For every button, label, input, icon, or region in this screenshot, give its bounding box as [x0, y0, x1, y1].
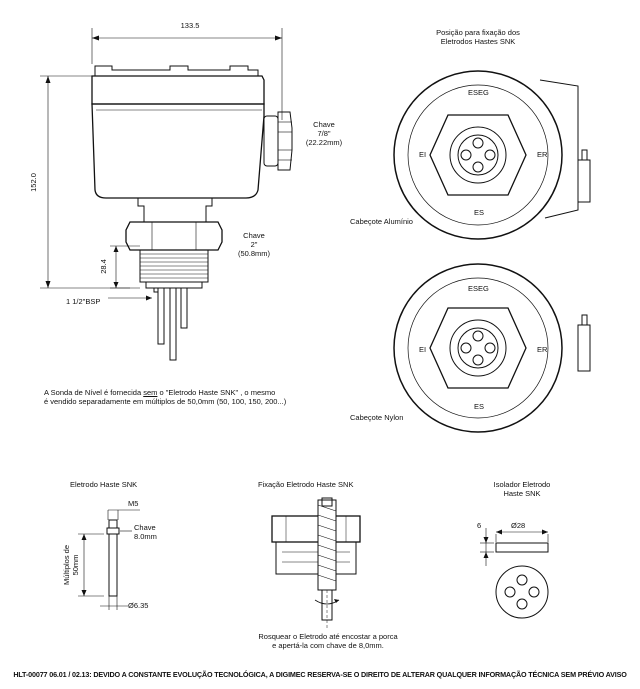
dim-28: 28.4 — [98, 259, 108, 274]
electrode-multiples-line2: 50mm — [71, 554, 80, 576]
key2-label: Chave 2" (50.8mm) — [226, 231, 282, 258]
fixation-note-line1: Rosquear o Eletrodo até encostar a porca — [258, 632, 398, 641]
electrode-diameter: Ø6.35 — [128, 601, 149, 610]
key1-line1: Chave — [313, 120, 335, 129]
key1-line3: (22.22mm) — [305, 138, 343, 147]
insulator-dim-6: 6 — [477, 521, 482, 530]
fixation-detail — [271, 497, 361, 628]
key2-line1: Chave — [243, 231, 265, 240]
head1-left: EI — [419, 150, 427, 159]
electrode-multiples-line1: Múltiplos de — [62, 544, 71, 586]
positions-title-line2: Eletrodos Hastes SNK — [440, 37, 516, 46]
head1-right: ER — [537, 150, 548, 159]
fixation-title: Fixação Eletrodo Haste SNK — [258, 480, 354, 489]
probe-note-line2: é vendido separadamente em múltiplos de … — [44, 397, 287, 406]
positions-title: Posição para fixação dos Eletrodos Haste… — [408, 28, 548, 46]
key2-line3: (50.8mm) — [237, 249, 271, 258]
thread-label: 1 1/2"BSP — [66, 297, 101, 306]
dim-width: 133.5 — [180, 21, 200, 30]
dim-height: 152.0 — [28, 173, 38, 192]
key1-label: Chave 7/8" (22.22mm) — [294, 120, 354, 147]
fixation-note-line2: e apertá-la com chave de 8,0mm. — [272, 641, 384, 650]
fixation-note: Rosquear o Eletrodo até encostar a porca… — [228, 632, 428, 650]
electrode-multiples: Múltiplos de 50mm — [62, 530, 80, 600]
key2-line2: 2" — [250, 240, 258, 249]
head2-top: ESEG — [468, 284, 489, 293]
electrode-title: Eletrodo Haste SNK — [70, 480, 138, 489]
probe-note-line1: A Sonda de Nível é fornecida sem o "Elet… — [44, 388, 276, 397]
insulator-title-line2: Haste SNK — [503, 489, 541, 498]
head1-caption: Cabeçote Alumínio — [350, 217, 413, 226]
head1-bottom: ES — [474, 208, 485, 217]
key1-line2: 7/8" — [317, 129, 331, 138]
head1-top: ESEG — [468, 88, 489, 97]
head-aluminium — [393, 70, 591, 240]
head-nylon — [393, 263, 591, 433]
electrode-m5: M5 — [128, 499, 139, 508]
head2-right: ER — [537, 345, 548, 354]
electrode-key-line1: Chave — [134, 523, 156, 532]
footer-disclaimer: HLT-00077 06.01 / 02.13: DEVIDO A CONSTA… — [13, 670, 627, 679]
insulator-diameter: Ø28 — [511, 521, 526, 530]
insulator-title-line1: Isolador Eletrodo — [493, 480, 551, 489]
head2-caption: Cabeçote Nylon — [350, 413, 404, 422]
electrode-key: Chave 8.0mm — [134, 523, 157, 541]
electrode-rod — [78, 509, 140, 610]
electrode-key-line2: 8.0mm — [134, 532, 157, 541]
head2-left: EI — [419, 345, 427, 354]
insulator-title: Isolador Eletrodo Haste SNK — [472, 480, 572, 498]
head2-bottom: ES — [474, 402, 485, 411]
probe-side-view — [40, 28, 293, 361]
insulator — [480, 528, 549, 619]
note-emphasis: sem — [143, 388, 158, 397]
probe-note: A Sonda de Nível é fornecida sem o "Elet… — [44, 388, 286, 406]
positions-title-line1: Posição para fixação dos — [436, 28, 520, 37]
